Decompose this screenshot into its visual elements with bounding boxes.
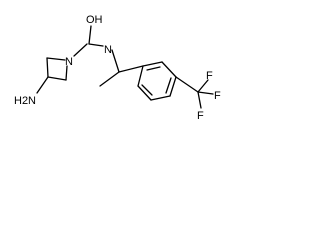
bond-cf-right	[197, 91, 214, 95]
fluorine-bottom-label: F	[197, 110, 204, 122]
fluorine-top-label: F	[206, 70, 213, 82]
bond-benzene-6	[137, 65, 144, 87]
bond-amine	[36, 76, 49, 94]
bond-ch-ring	[118, 65, 144, 73]
bond-carbon-amide-n	[88, 43, 104, 47]
bond-benzene-double-c	[141, 84, 153, 96]
bond-ring-cf3	[175, 76, 199, 93]
bond-n-carbonyl	[73, 43, 88, 57]
bond-cf-bottom	[197, 91, 202, 109]
bond-amide-n-ch	[111, 49, 120, 73]
bond-ch-methyl	[99, 71, 120, 87]
hydroxyl-label: OH	[86, 14, 103, 26]
bond-cf-top	[197, 79, 209, 93]
bond-benzene-3	[169, 76, 177, 97]
ring-nitrogen-label: N	[65, 56, 73, 68]
bond-carbon-oxygen	[88, 25, 92, 45]
bond-benzene-4	[150, 95, 171, 101]
amide-nitrogen-label: N	[104, 44, 112, 56]
bond-ring-bottom	[47, 76, 67, 81]
atom-labels: OH N N H2N F F F	[14, 14, 221, 122]
bond-ring-right	[65, 65, 68, 81]
bond-ring-left	[46, 57, 49, 78]
bond-benzene-1	[142, 61, 163, 67]
molecule-drawing: OH N N H2N F F F	[14, 14, 221, 122]
bonds	[36, 25, 214, 109]
bond-benzene-5	[137, 85, 152, 101]
bond-benzene-2	[161, 61, 177, 78]
bond-benzene-double-b	[165, 77, 172, 94]
bond-benzene-double-a	[146, 66, 161, 71]
fluorine-right-label: F	[214, 90, 221, 102]
amine-label: H2N	[14, 95, 36, 107]
bond-n-ring-top	[46, 57, 66, 61]
structure-diagram: OH N N H2N F F F	[0, 0, 248, 141]
